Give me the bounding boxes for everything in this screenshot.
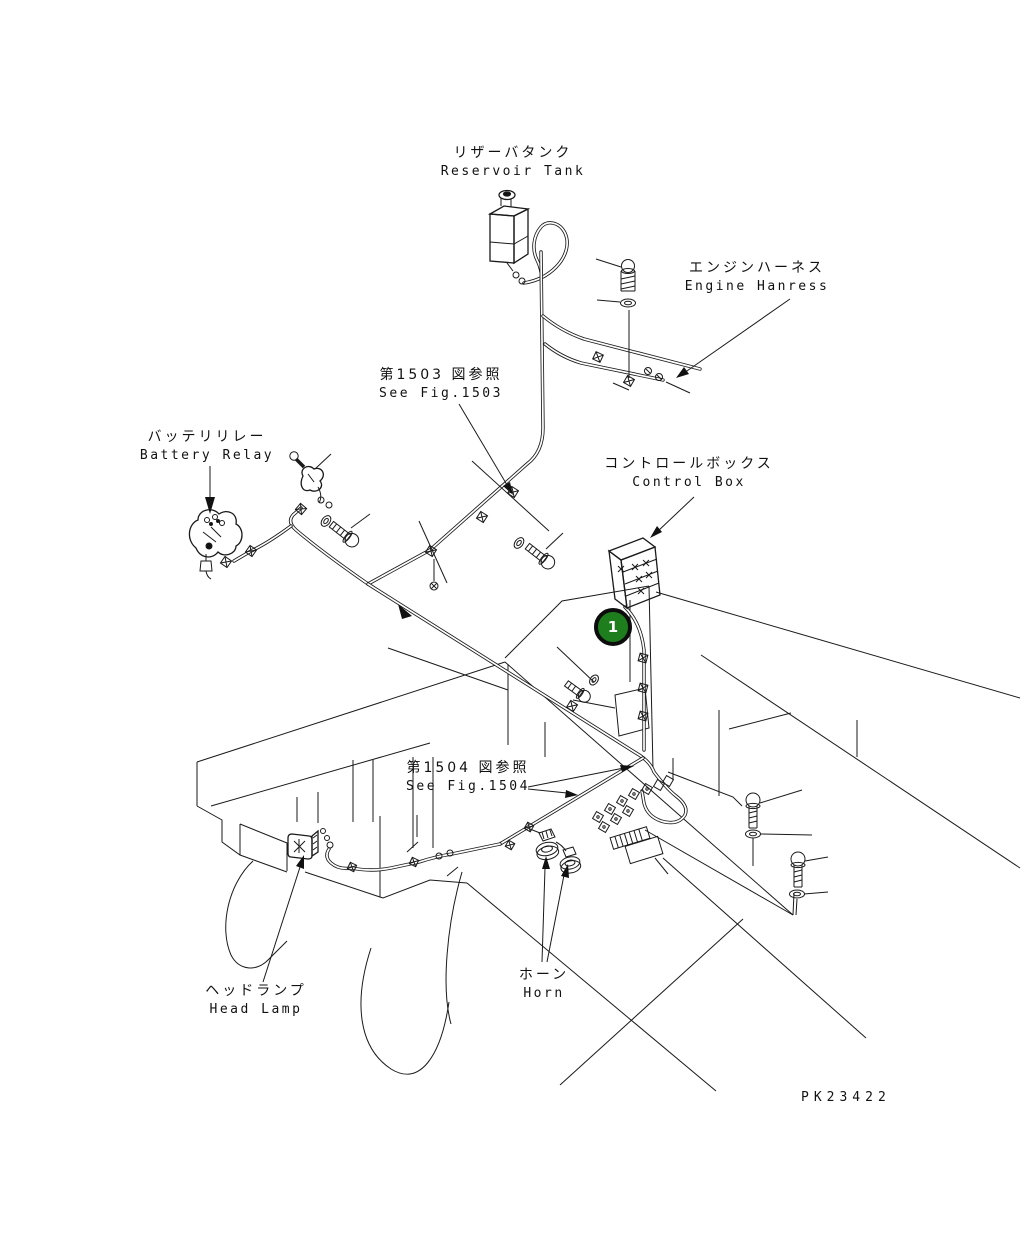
- wire-clamps: [219, 351, 649, 873]
- washer: [789, 889, 805, 899]
- label-battery-relay-en: Battery Relay: [139, 448, 275, 463]
- drawing-number: PK23422: [801, 1090, 891, 1105]
- multi-pin-connector: [609, 826, 651, 850]
- label-control-box: コントロールボックス Control Box: [604, 457, 774, 489]
- washer: [745, 829, 761, 839]
- engine-harness-fasteners: [595, 258, 663, 381]
- bolt: [790, 851, 806, 888]
- label-see-fig-1504-en: See Fig.1504: [406, 779, 530, 794]
- wiring-harness: [232, 221, 702, 872]
- label-see-fig-1504: 第1504 図参照 See Fig.1504: [406, 761, 530, 793]
- harness-connector: [644, 367, 663, 381]
- relay-bracket: [289, 451, 333, 509]
- label-horn-en: Horn: [523, 986, 565, 1001]
- label-engine-harness-jp: エンジンハーネス: [688, 260, 825, 276]
- label-battery-relay: バッテリリレー Battery Relay: [140, 430, 274, 462]
- leader-lines: [418, 460, 595, 683]
- washer: [513, 537, 525, 549]
- control-box: [607, 537, 661, 610]
- machine-body-lines: [196, 585, 1021, 1092]
- label-reservoir-tank-en: Reservoir Tank: [440, 164, 586, 179]
- horn-left: [529, 828, 560, 861]
- bolt: [524, 542, 556, 570]
- label-head-lamp-en: Head Lamp: [209, 1002, 303, 1017]
- washer: [620, 298, 636, 308]
- label-control-box-en: Control Box: [632, 475, 746, 490]
- label-engine-harness-en: Engine Hanress: [684, 279, 830, 294]
- label-see-fig-1504-jp: 第1504 図参照: [406, 760, 530, 776]
- label-engine-harness: エンジンハーネス Engine Hanress: [685, 261, 830, 293]
- label-horn: ホーン Horn: [519, 968, 569, 1000]
- label-see-fig-1503-en: See Fig.1503: [379, 386, 503, 401]
- connector-cluster: [591, 774, 675, 875]
- part-callout-1[interactable]: 1: [594, 608, 632, 646]
- washer: [589, 674, 599, 686]
- label-head-lamp-jp: ヘッドランプ: [205, 983, 307, 999]
- bolt: [328, 520, 360, 548]
- label-reservoir-tank: リザーバタンク Reservoir Tank: [441, 146, 586, 178]
- label-battery-relay-jp: バッテリリレー: [147, 429, 267, 445]
- screw: [429, 559, 439, 591]
- fasteners: [320, 513, 829, 916]
- head-lamp: [287, 828, 334, 860]
- battery-relay: [188, 509, 243, 580]
- label-horn-jp: ホーン: [518, 967, 570, 983]
- label-head-lamp: ヘッドランプ Head Lamp: [205, 984, 307, 1016]
- bracket-bolt: [289, 451, 299, 461]
- label-see-fig-1503-jp: 第1503 図参照: [379, 367, 503, 383]
- horn-right: [555, 841, 582, 874]
- bolt: [620, 259, 636, 292]
- washer: [320, 515, 332, 527]
- label-reservoir-tank-jp: リザーバタンク: [453, 145, 573, 161]
- label-see-fig-1503: 第1503 図参照 See Fig.1503: [379, 368, 503, 400]
- bolt: [745, 792, 761, 829]
- bolt: [563, 680, 591, 703]
- label-arrows: [205, 298, 791, 983]
- reservoir-tank: [487, 189, 531, 285]
- label-control-box-jp: コントロールボックス: [604, 456, 774, 472]
